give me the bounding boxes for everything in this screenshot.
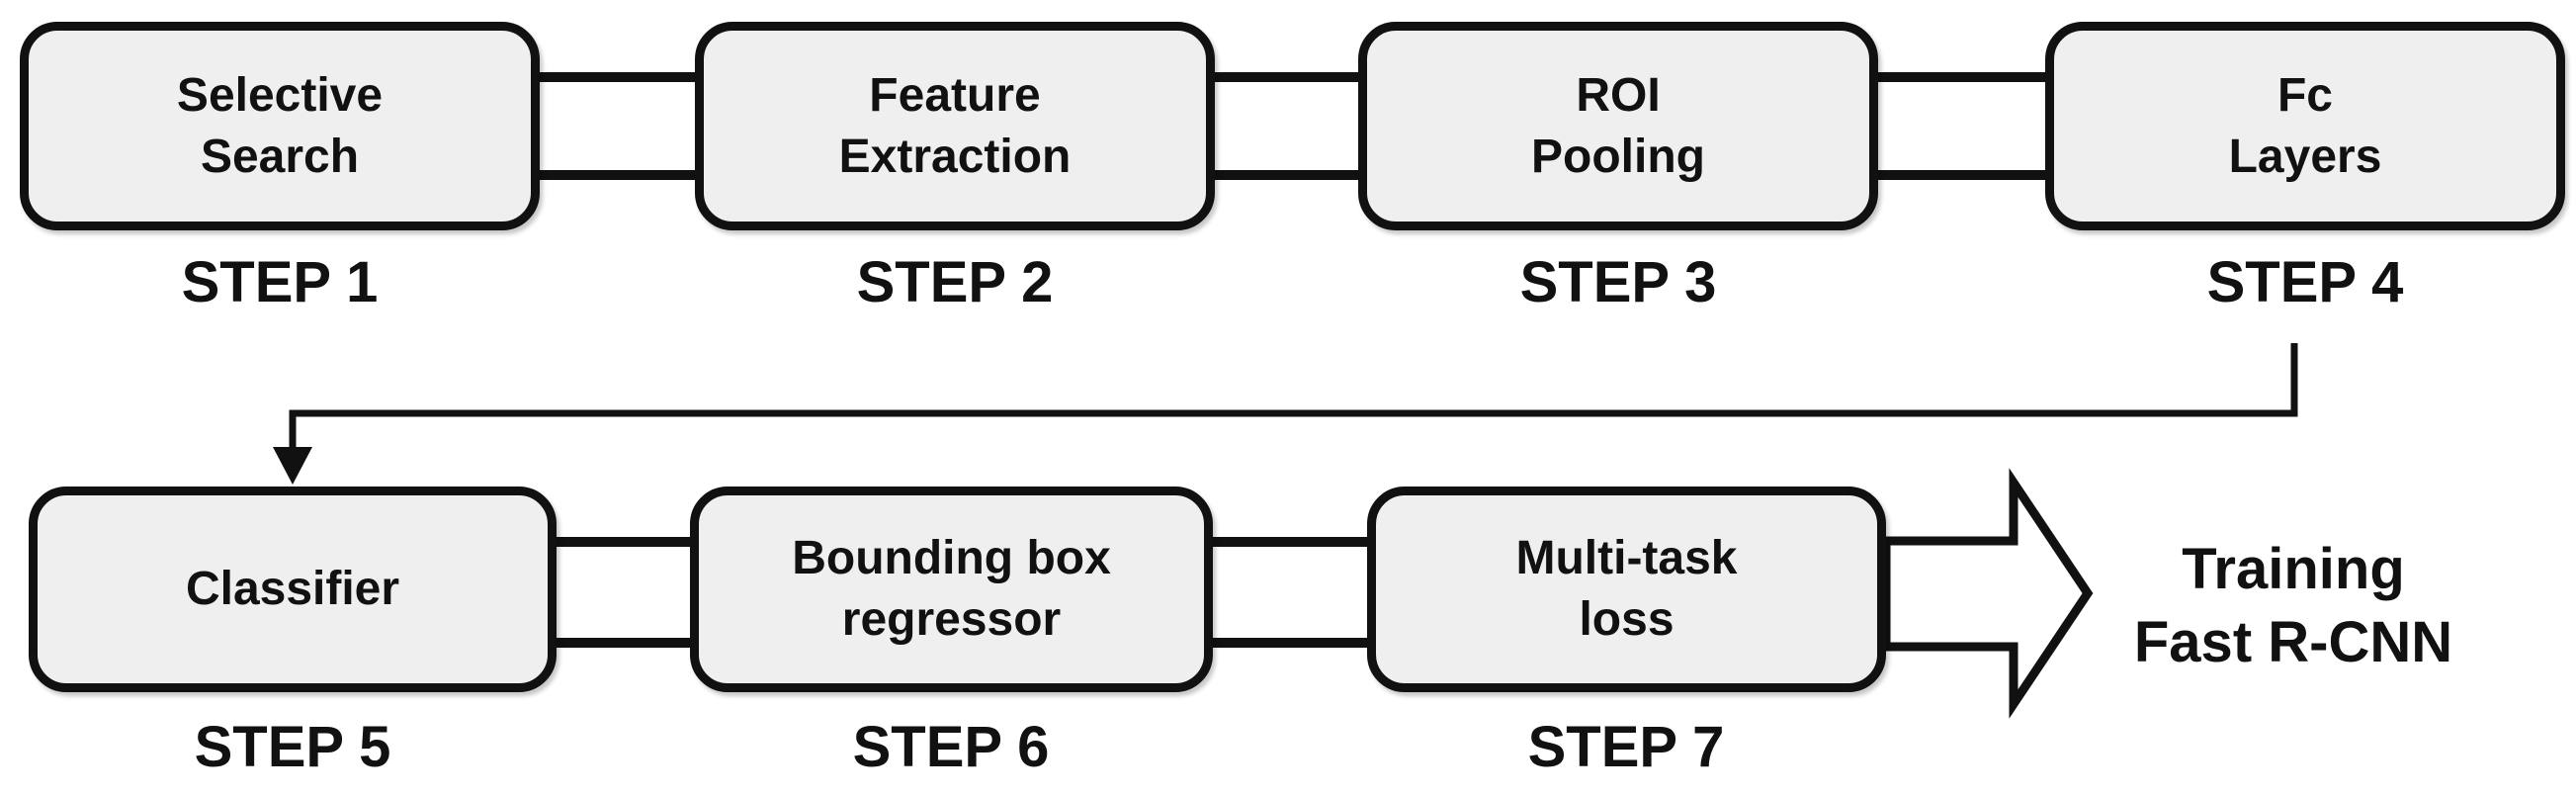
step-label-4: STEP 4	[2206, 250, 2404, 314]
node-bounding-box-regressor: Bounding box regressor	[690, 487, 1213, 692]
connector-step1-step2	[534, 72, 702, 180]
node-classifier: Classifier	[29, 487, 557, 692]
node-title: Multi-task loss	[1515, 532, 1738, 646]
connector-step5-step6	[550, 537, 698, 648]
step-label-1: STEP 1	[181, 250, 379, 314]
feedback-arrow-icon	[273, 343, 2298, 485]
node-fc-layers: Fc Layers	[2045, 22, 2565, 230]
output-block-arrow-icon	[1881, 468, 2094, 719]
step-label-3: STEP 3	[1519, 250, 1717, 314]
node-title: ROI Pooling	[1531, 68, 1705, 183]
node-title: Classifier	[185, 563, 400, 615]
node-selective-search: Selective Search	[20, 22, 540, 230]
connector-step6-step7	[1206, 537, 1375, 648]
step-label-2: STEP 2	[856, 250, 1054, 314]
step-label-7: STEP 7	[1527, 715, 1725, 779]
connector-step3-step4	[1871, 72, 2053, 180]
training-output-label: Training Fast R-CNN	[2133, 537, 2453, 674]
node-title: Selective Search	[176, 68, 384, 183]
step-label-5: STEP 5	[194, 715, 391, 779]
connector-step2-step3	[1208, 72, 1366, 180]
node-feature-extraction: Feature Extraction	[695, 22, 1215, 230]
node-title: Bounding box regressor	[792, 532, 1111, 646]
node-title: Feature Extraction	[838, 68, 1072, 183]
step-label-6: STEP 6	[852, 715, 1050, 779]
node-title: Fc Layers	[2228, 68, 2382, 183]
node-roi-pooling: ROI Pooling	[1358, 22, 1878, 230]
node-multi-task-loss: Multi-task loss	[1367, 487, 1886, 692]
